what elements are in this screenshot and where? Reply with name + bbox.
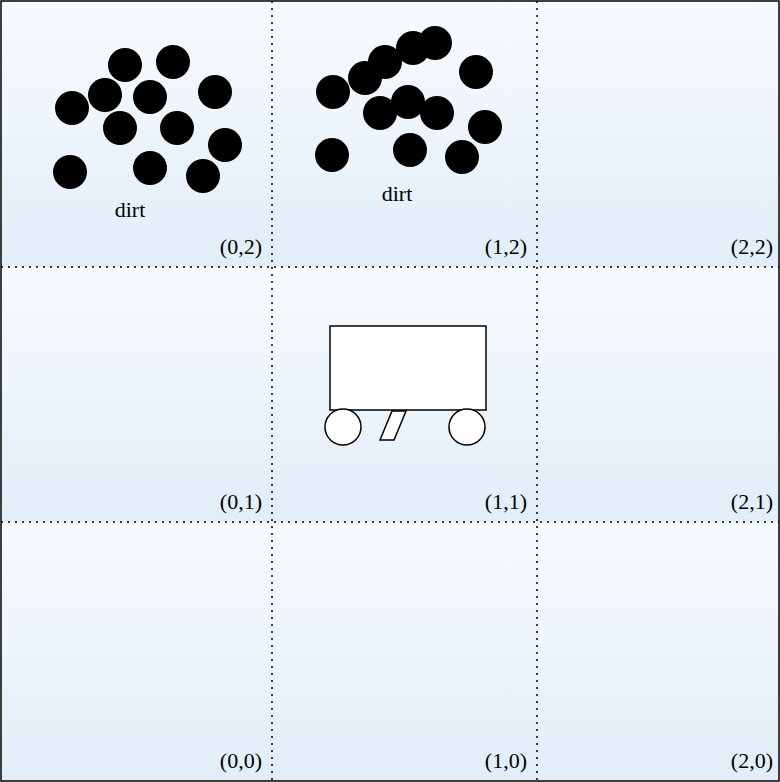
- cell-coordinate: (1,2): [485, 235, 527, 259]
- grid-cell: (2,0): [537, 522, 779, 781]
- cell-coordinate: (2,0): [731, 749, 773, 773]
- dirt-label: dirt: [115, 198, 146, 222]
- grid-cell: (2,2): [537, 1, 779, 267]
- dirt-label: dirt: [382, 182, 413, 206]
- dirt-pile: [53, 45, 242, 193]
- grid-cell: (0,1): [1, 267, 272, 522]
- cell-coordinate: (2,1): [731, 490, 773, 514]
- grid-cell: (1,0): [272, 522, 537, 781]
- cell-coordinate: (0,0): [220, 749, 262, 773]
- cell-coordinate: (2,2): [731, 235, 773, 259]
- vacuum-robot: [325, 326, 486, 445]
- grid-cell: dirt (0,2): [1, 1, 272, 267]
- grid-cell: (0,0): [1, 522, 272, 781]
- cell-coordinate: (0,2): [220, 235, 262, 259]
- cell-coordinate: (1,0): [485, 749, 527, 773]
- cell-coordinate: (1,1): [485, 490, 527, 514]
- grid-cell: (2,1): [537, 267, 779, 522]
- cell-coordinate: (0,1): [220, 490, 262, 514]
- grid-cell: dirt (1,2): [272, 1, 537, 267]
- dirt-pile: [315, 26, 502, 174]
- grid-cell: (1,1): [272, 267, 537, 522]
